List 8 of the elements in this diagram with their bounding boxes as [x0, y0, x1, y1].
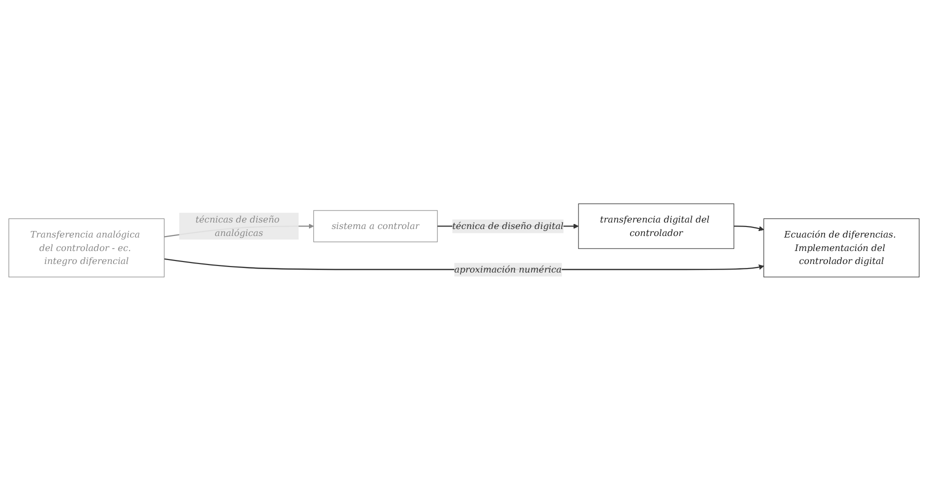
edge-label: aproximación numérica: [454, 264, 562, 275]
node-box: Ecuación de diferencias. Implementación del controlador digital: [763, 218, 920, 278]
node-box: transferencia digital del controlador: [578, 204, 734, 250]
edge-label: técnica de diseño digital: [452, 220, 564, 232]
arrow: [734, 226, 764, 232]
node-box: Transferencia analógica del controlador - ec. integro diferencial: [8, 218, 165, 278]
node-box: sistema a controlar: [313, 210, 438, 242]
edge-label: técnicas de diseño analógicas: [196, 214, 280, 238]
